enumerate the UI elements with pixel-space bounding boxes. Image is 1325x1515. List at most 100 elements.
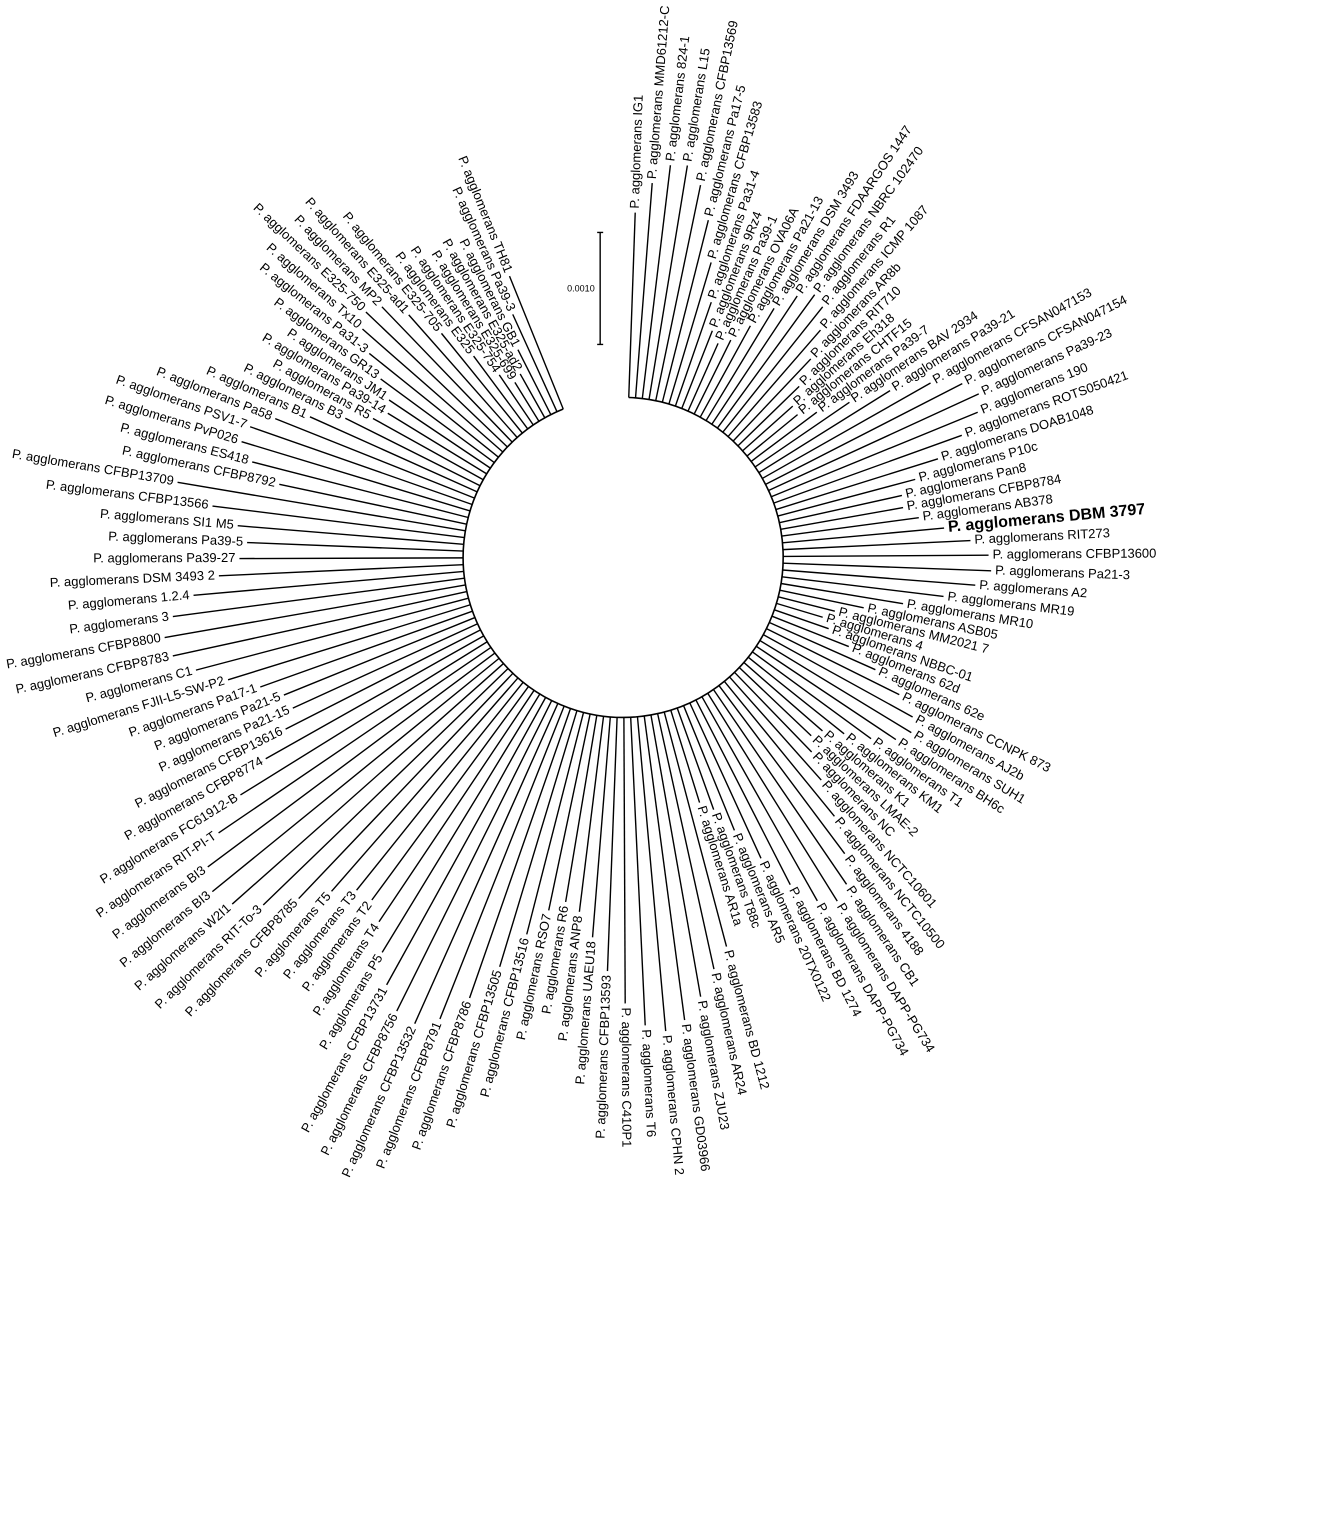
tree-branch <box>468 708 572 999</box>
tree-branch <box>682 705 736 831</box>
tree-branch <box>252 461 469 519</box>
tree-branch <box>759 639 912 734</box>
tree-branch <box>388 399 491 469</box>
tree-branch <box>606 717 618 972</box>
taxon-label: P. agglomerans DSM 3493 2 <box>49 567 215 590</box>
tree-branch <box>754 401 850 468</box>
tree-branch <box>517 349 552 415</box>
tree-branch <box>636 716 667 1032</box>
tree-branch <box>498 374 534 426</box>
tree-branch <box>414 703 559 1024</box>
tree-branch <box>663 711 728 947</box>
tree-branch <box>240 641 488 796</box>
tree-branch <box>718 685 846 855</box>
tree-branch <box>689 702 762 859</box>
tree-branch <box>212 505 465 539</box>
tree-branch <box>701 696 818 902</box>
tree-branch <box>747 656 845 735</box>
tree-branch <box>330 677 519 892</box>
tree-branch <box>681 330 713 409</box>
tree-branch <box>668 262 712 405</box>
tree-branch <box>372 417 484 481</box>
tree-branch <box>770 411 978 498</box>
tree-branch <box>643 715 686 1021</box>
taxon-label: P. agglomerans SI1 M5 <box>99 506 234 532</box>
tree-branch <box>776 602 823 618</box>
tree-branch <box>773 434 963 504</box>
tree-branch <box>239 557 464 560</box>
taxon-label: P. agglomerans C410P1 <box>619 1007 635 1147</box>
tree-branch <box>362 328 504 453</box>
taxon-label: P. agglomerans CFBP13600 <box>993 546 1157 562</box>
tree-branch <box>283 616 476 696</box>
tree-branch <box>733 671 813 753</box>
tree-branch <box>766 627 900 696</box>
tree-branch <box>172 590 468 657</box>
tree-branch <box>782 539 971 551</box>
tree-branch <box>211 657 500 893</box>
tree-branch <box>780 582 904 605</box>
tree-branch <box>751 651 872 740</box>
taxon-label: P. agglomerans T6 <box>639 1029 659 1138</box>
tree-branch <box>262 668 509 906</box>
tree-branch <box>440 332 523 434</box>
tree-branch <box>768 393 980 492</box>
tree-branch <box>265 635 485 760</box>
tree-branch <box>298 672 514 900</box>
tree-branch <box>774 609 829 630</box>
taxon-label: P. agglomerans Pa21-3 <box>995 562 1130 582</box>
tree-branch <box>695 699 791 885</box>
tree-branch <box>727 329 822 438</box>
tree-branch <box>722 306 824 433</box>
tree-branch <box>738 666 812 737</box>
tree-branch <box>473 355 529 430</box>
tree-branch <box>728 676 822 781</box>
tree-branch <box>508 275 564 410</box>
tree-branch <box>755 645 897 741</box>
tree-branch <box>750 411 818 462</box>
scale-bar: 0.0010 <box>567 231 604 346</box>
tree-branch <box>237 525 464 545</box>
taxon-label: P. agglomerans CFBP13593 <box>593 975 614 1139</box>
tree-branch <box>629 717 646 1026</box>
tree-branch <box>227 604 471 681</box>
tree-branch <box>439 705 565 1020</box>
tree-backbone-arc <box>462 396 784 719</box>
tree-branch <box>345 417 481 487</box>
tree-branch <box>648 165 689 400</box>
tree-branch <box>195 597 469 671</box>
tree-branch <box>699 325 751 418</box>
tree-branch <box>712 689 848 885</box>
tree-branch <box>207 652 496 868</box>
tree-branch <box>777 478 916 517</box>
tree-branch <box>218 563 464 577</box>
tree-branch <box>623 717 626 1004</box>
tree-branch <box>380 378 495 464</box>
tree-branch <box>241 441 471 512</box>
tree-branch <box>386 697 547 986</box>
tree-branch <box>177 481 466 532</box>
tree-branch <box>381 693 541 953</box>
tree-branch <box>705 308 775 421</box>
tree-branch <box>783 562 992 572</box>
tree-branch <box>164 584 466 639</box>
tree-branch <box>172 577 465 618</box>
tree-branch <box>249 426 473 506</box>
tree-branch <box>247 541 464 552</box>
tree-branch <box>274 418 475 499</box>
tree-branch <box>661 220 710 403</box>
tree-branch <box>381 306 513 443</box>
tree-branch <box>564 715 598 903</box>
tree-branch <box>578 716 605 912</box>
tree-branch <box>775 458 939 511</box>
tree-branch <box>387 412 488 475</box>
tree-branch <box>746 414 799 457</box>
tree-branch <box>693 339 732 415</box>
tree-branch <box>231 663 504 905</box>
tree-branch <box>512 314 558 413</box>
tree-branch <box>716 294 816 429</box>
tree-branch <box>514 381 540 422</box>
tree-branch <box>193 570 464 597</box>
tree-branch <box>641 165 672 399</box>
tree-branch <box>356 681 524 891</box>
